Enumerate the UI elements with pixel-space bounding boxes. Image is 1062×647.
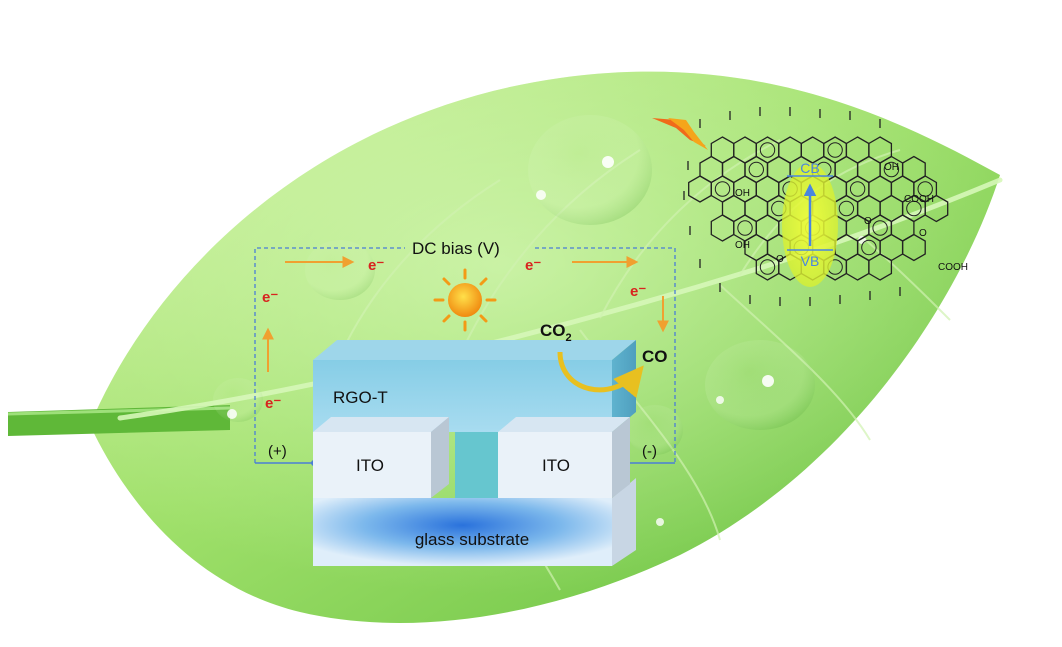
co2-subscript: 2 (566, 332, 572, 344)
band-gap-highlight: CB VB (782, 160, 838, 287)
lattice-ring (901, 233, 926, 262)
water-droplets (213, 115, 866, 526)
cooh-label: COOH (904, 194, 934, 205)
lattice-ring (868, 253, 893, 281)
aromatic-ring (714, 181, 731, 197)
leaf-midrib (117, 177, 1003, 421)
oh-label: OH (735, 240, 750, 251)
aromatic-ring (827, 142, 843, 158)
electron-label: e⁻ (525, 257, 541, 274)
ito-right: ITO (498, 417, 630, 498)
o-label: O (919, 228, 927, 239)
aromatic-ring (849, 181, 866, 197)
sun-icon (433, 268, 497, 332)
electron-label: e⁻ (265, 395, 281, 412)
aromatic-ring (759, 142, 776, 158)
glass-substrate: glass substrate (313, 478, 636, 566)
device: glass substrate RGO-T ITO ITO (313, 340, 636, 566)
aromatic-ring (917, 181, 933, 197)
aromatic-ring (737, 220, 753, 236)
electron-label: e⁻ (262, 289, 278, 306)
lightning-icon (652, 118, 708, 150)
ito-left-label: ITO (356, 456, 384, 475)
aromatic-ring (838, 200, 855, 217)
ito-left: ITO (313, 417, 449, 498)
glass-substrate-label: glass substrate (415, 530, 529, 549)
ito-right-label: ITO (542, 456, 570, 475)
vb-label: VB (801, 253, 820, 269)
aromatic-ring (906, 200, 922, 217)
functional-groups: OH OH OH COOH COOH O O O (735, 162, 968, 273)
co2-label: CO2 (540, 321, 572, 344)
aromatic-ring (861, 239, 877, 256)
rgo-t-label: RGO-T (333, 388, 388, 407)
aromatic-ring (872, 220, 888, 236)
conversion-arrow (557, 351, 644, 399)
aromatic-ring (759, 259, 776, 275)
dc-bias-label: DC bias (V) (412, 239, 500, 258)
o-label: O (776, 254, 784, 265)
aromatic-ring (883, 161, 900, 178)
electron-label: e⁻ (368, 257, 384, 274)
positive-terminal-label: (+) (268, 443, 287, 460)
negative-terminal-label: (-) (642, 443, 657, 460)
oh-label: OH (735, 188, 750, 199)
cooh-label: COOH (938, 262, 968, 273)
electron-label: e⁻ (630, 283, 646, 300)
o-label: O (864, 216, 872, 227)
aromatic-ring (748, 161, 764, 178)
co2-reduction: CO2 CO (540, 321, 668, 399)
cb-label: CB (800, 160, 819, 176)
oh-label: OH (884, 162, 899, 173)
lattice-ring (924, 194, 949, 223)
co-label: CO (642, 347, 668, 366)
